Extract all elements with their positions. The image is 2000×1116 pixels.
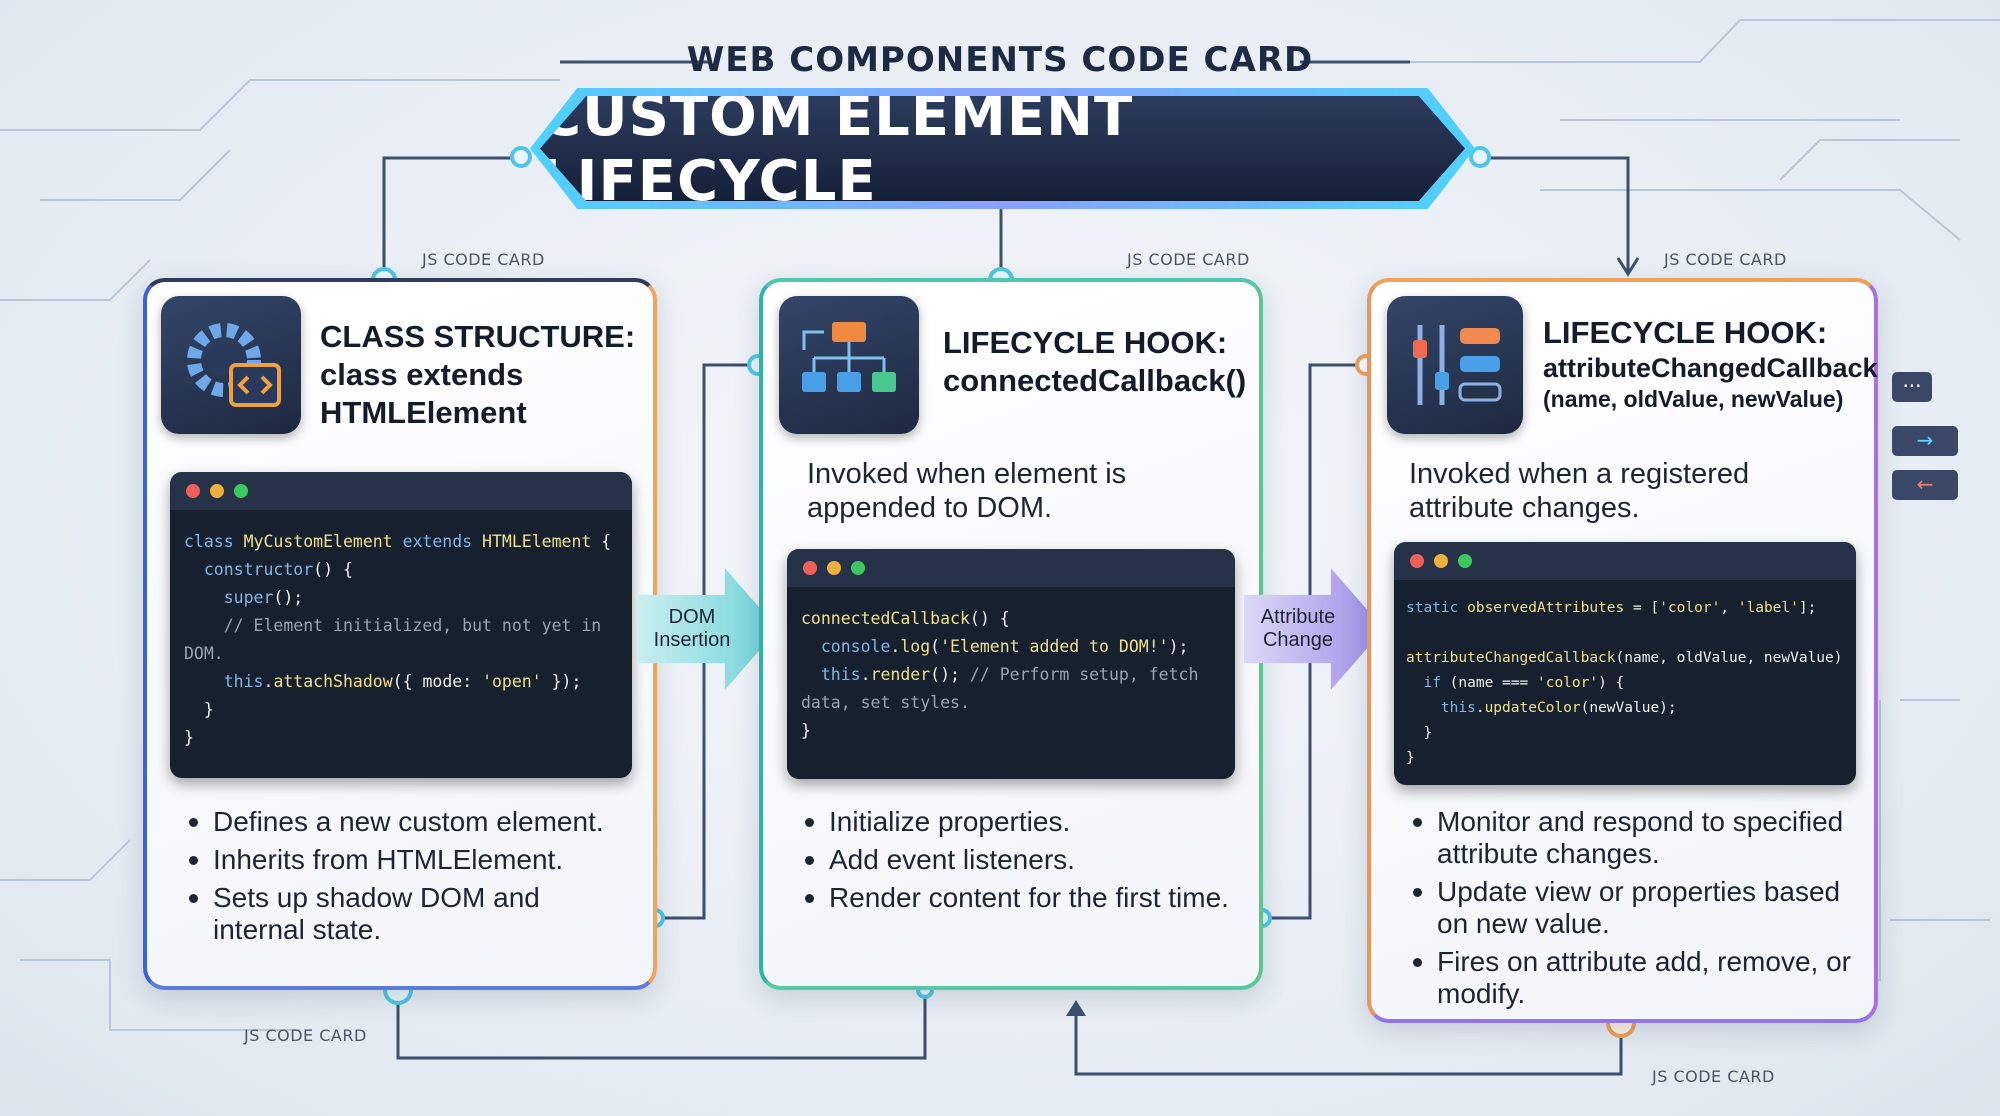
bullet-item: Inherits from HTMLElement. [185,844,635,876]
code-text: static observedAttributes = ['color', 'l… [1394,580,1856,785]
card-description: Invoked when element is appended to DOM. [807,458,1127,524]
code-line: } [184,728,194,747]
code-line: static observedAttributes = ['color', 'l… [1406,600,1817,616]
subtitle: WEB COMPONENTS CODE CARD [686,40,1314,80]
forward-arrow-button[interactable]: → [1892,426,1958,456]
minimize-dot-icon [1434,554,1448,568]
code-line: } [184,700,214,719]
arrow-label: DOM Insertion [653,606,731,651]
card-params: (name, oldValue, newValue) [1543,386,1844,412]
bullet-item: Fires on attribute add, remove, or modif… [1409,946,1869,1010]
bullet-item: Sets up shadow DOM and internal state. [185,882,635,946]
sliders-icon [1387,296,1523,434]
js-code-card-label: JS CODE CARD [422,250,545,269]
close-dot-icon [186,484,200,498]
js-code-card-label: JS CODE CARD [1127,250,1250,269]
card-subtitle: class extends [320,357,524,392]
bullet-item: Add event listeners. [801,844,1257,876]
code-line: } [801,721,811,740]
code-line: if (name === 'color') { [1423,675,1625,691]
card-title: CLASS STRUCTURE: [320,319,636,354]
code-line: // Element initialized, but not yet in D… [184,616,612,663]
bullet-list: Monitor and respond to specified attribu… [1409,806,1869,1016]
card-class-structure: CLASS STRUCTURE: class extends HTMLEleme… [143,278,657,990]
code-line: this.updateColor(newValue); [1440,700,1677,716]
code-line: connectedCallback() { [801,609,1010,628]
bullet-item: Initialize properties. [801,806,1257,838]
card-subtitle: connectedCallback() [943,363,1247,398]
code-line: this.attachShadow({ mode: 'open' }); [223,672,582,691]
title-banner: CUSTOM ELEMENT LIFECYCLE [540,96,1465,201]
close-dot-icon [1410,554,1424,568]
close-dot-icon [803,561,817,575]
more-button[interactable]: ··· [1892,372,1932,402]
code-line: } [1406,750,1415,766]
code-line: console.log('Element added to DOM!'); [820,637,1189,656]
bullet-item: Defines a new custom element. [185,806,635,838]
page-title: CUSTOM ELEMENT LIFECYCLE [540,83,1134,214]
bullet-list: Initialize properties. Add event listener… [801,806,1257,920]
js-code-card-label: JS CODE CARD [244,1026,367,1045]
maximize-dot-icon [851,561,865,575]
arrow-label: Attribute Change [1260,606,1336,651]
code-line: constructor() { [203,560,353,579]
bullet-item: Render content for the first time. [801,882,1257,914]
maximize-dot-icon [234,484,248,498]
js-code-card-label: JS CODE CARD [1652,1067,1775,1086]
code-line [1406,621,1844,646]
bullet-list: Defines a new custom element. Inherits fr… [185,806,635,952]
card-description: Invoked when a registered attribute chan… [1409,458,1750,524]
back-arrow-button[interactable]: ← [1892,470,1958,500]
card-title: LIFECYCLE HOOK: [1543,315,1828,350]
code-line: this.render(); // Perform setup, fetch d… [801,665,1209,712]
card-connected-callback: LIFECYCLE HOOK: connectedCallback() Invo… [759,278,1263,990]
card-title: LIFECYCLE HOOK: [943,325,1228,360]
code-line: class MyCustomElement extends HTMLElemen… [184,532,612,551]
bullet-item: Update view or properties based on new v… [1409,876,1869,940]
code-text: class MyCustomElement extends HTMLElemen… [170,510,632,770]
hierarchy-tree-icon [779,296,919,434]
card-attribute-changed-callback: LIFECYCLE HOOK: attributeChangedCallback… [1367,278,1878,1023]
code-line: } [1406,725,1433,741]
bullet-item: Monitor and respond to specified attribu… [1409,806,1869,870]
minimize-dot-icon [827,561,841,575]
code-block: static observedAttributes = ['color', 'l… [1394,542,1856,785]
js-code-card-label: JS CODE CARD [1664,250,1787,269]
code-block: class MyCustomElement extends HTMLElemen… [170,472,632,778]
code-line: attributeChangedCallback(name, oldValue,… [1406,650,1843,666]
minimize-dot-icon [210,484,224,498]
code-text: connectedCallback() { console.log('Eleme… [787,587,1235,763]
card-subtitle: HTMLElement [320,395,527,430]
card-subtitle: attributeChangedCallback [1543,353,1878,383]
code-block: connectedCallback() { console.log('Eleme… [787,549,1235,779]
maximize-dot-icon [1458,554,1472,568]
gear-code-icon [161,296,301,434]
code-line: super(); [223,588,304,607]
